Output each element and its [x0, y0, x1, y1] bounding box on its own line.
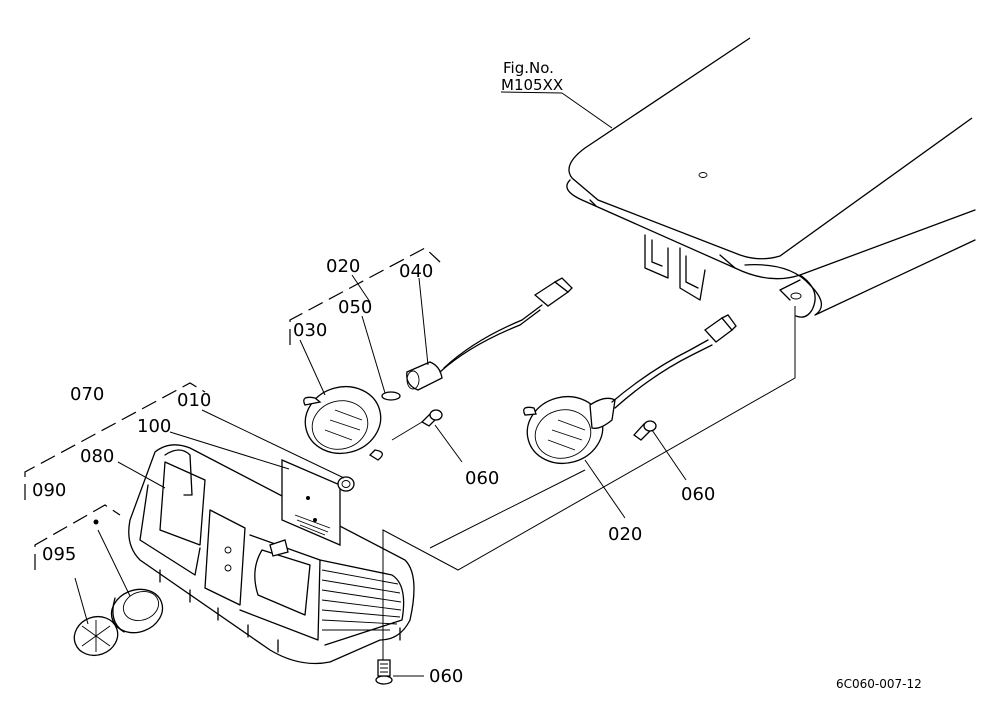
group-bracket-090 — [34, 504, 121, 570]
bulb-socket-040 — [406, 277, 573, 391]
fig-leader — [561, 92, 613, 129]
hood-panel — [566, 37, 976, 318]
callout-040: 040 — [399, 261, 433, 282]
callout-050: 050 — [338, 297, 372, 318]
callout-060-bottom: 060 — [429, 666, 463, 687]
lamp-left — [303, 385, 401, 461]
callout-060-left: 060 — [465, 468, 499, 489]
callout-095: 095 — [42, 544, 76, 565]
callout-010: 010 — [177, 390, 211, 411]
fig-no-label: Fig.No. — [503, 59, 554, 77]
callout-090: 090 — [32, 480, 66, 501]
assembly-line-1 — [382, 306, 796, 660]
assembly-line-2 — [429, 469, 586, 549]
drawing-code: 6C060-007-12 — [836, 677, 922, 691]
marker-dot — [93, 519, 99, 525]
leader-lines — [74, 274, 687, 677]
screw-bottom — [375, 659, 393, 685]
screw-left — [391, 409, 443, 441]
callout-030: 030 — [293, 320, 327, 341]
fig-underline — [500, 91, 563, 94]
decal-100 — [281, 459, 341, 546]
callout-080: 080 — [80, 446, 114, 467]
group-bracket-070 — [24, 382, 206, 500]
side-lamp-housing — [110, 588, 164, 634]
screw-right — [633, 420, 657, 441]
callout-060-right: 060 — [681, 484, 715, 505]
nut-010 — [337, 476, 355, 492]
callout-070: 070 — [70, 384, 104, 405]
lamp-right — [523, 314, 737, 465]
callout-020-right: 020 — [608, 524, 642, 545]
callout-020-group: 020 — [326, 256, 360, 277]
callout-100: 100 — [137, 416, 171, 437]
side-lamp-lens — [73, 615, 119, 657]
fig-no-value: M105XX — [501, 76, 563, 94]
front-grille — [128, 444, 415, 665]
